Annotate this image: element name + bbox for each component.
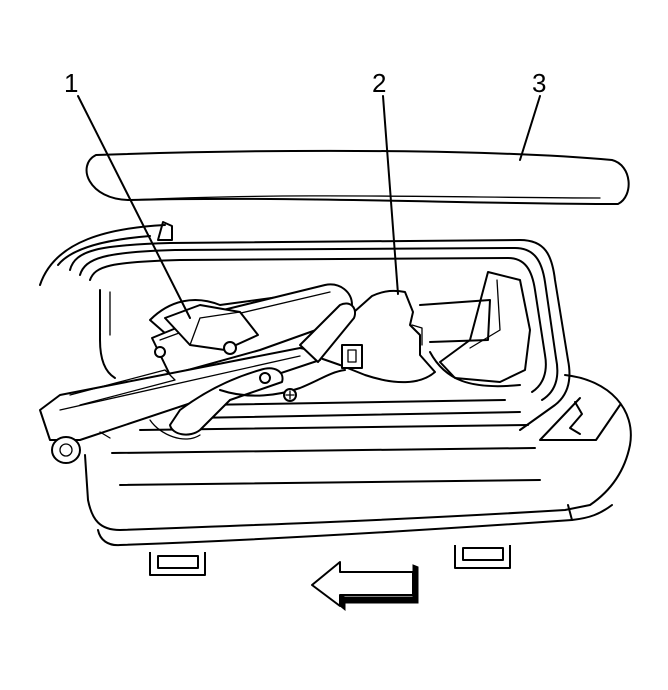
callout-2-label: 2 — [372, 68, 387, 98]
trim-cover — [85, 149, 630, 205]
callout-1-label: 1 — [64, 68, 79, 98]
callout-3-label: 3 — [532, 68, 547, 98]
scissor-jack — [39, 283, 356, 464]
storage-tray — [39, 221, 632, 576]
foam-insert — [319, 289, 436, 384]
leader-lines — [77, 95, 541, 319]
arrow-left-icon — [311, 561, 419, 612]
